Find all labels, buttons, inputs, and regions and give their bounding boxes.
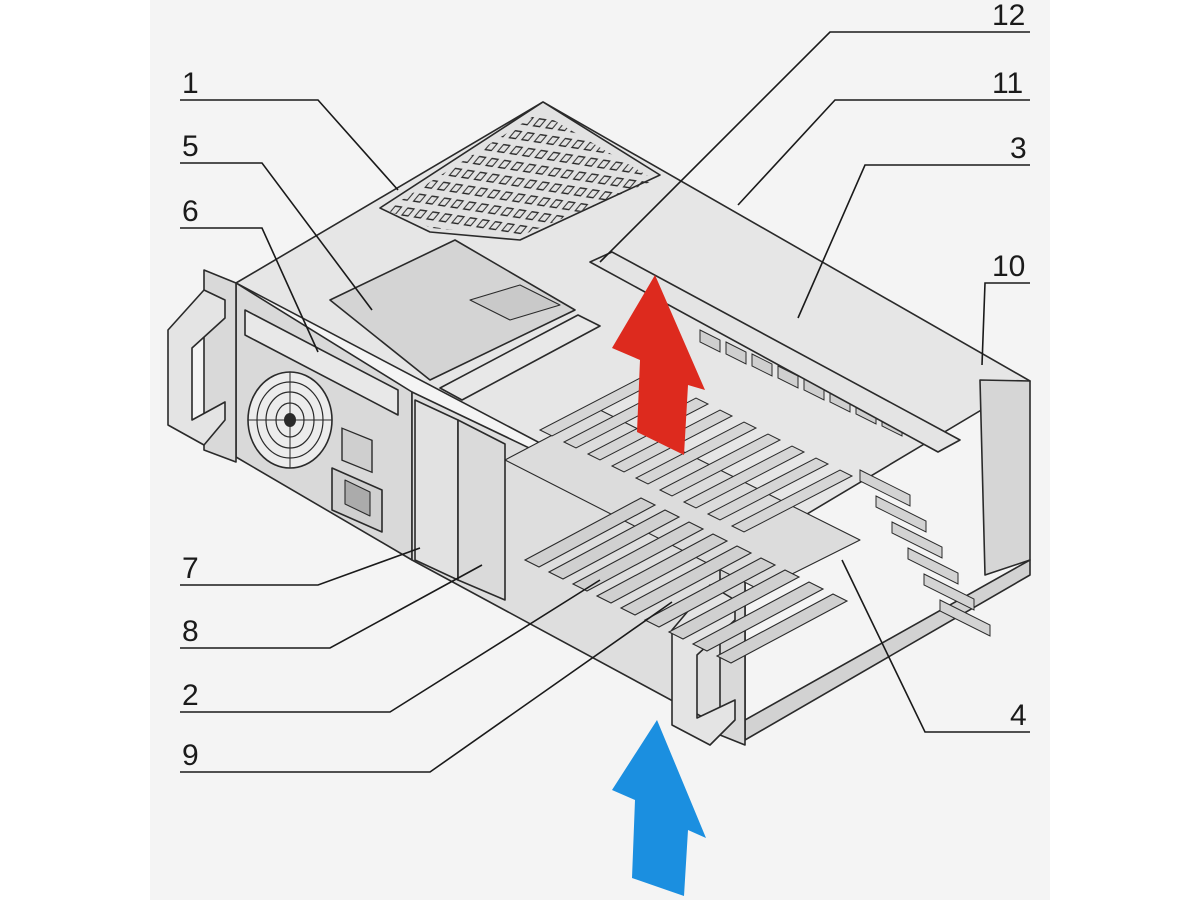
drive-bay <box>244 309 399 416</box>
perforated-vent <box>386 112 655 236</box>
card-slot <box>571 521 705 592</box>
label-7: 7 <box>182 552 199 585</box>
label-10: 10 <box>992 250 1025 283</box>
label-3: 3 <box>1010 132 1027 165</box>
rear-card <box>875 495 927 533</box>
cross-bar <box>439 314 601 401</box>
card-slot <box>619 545 753 616</box>
label-8: 8 <box>182 615 199 648</box>
power-socket-icon <box>331 467 383 533</box>
label-9: 9 <box>182 739 199 772</box>
label-6: 6 <box>182 195 199 228</box>
handle-left <box>167 269 237 463</box>
leader-lines <box>180 31 1030 773</box>
rear-card <box>859 469 911 507</box>
divider-plate <box>457 419 506 601</box>
card-slot <box>682 445 806 509</box>
right-end-wall <box>979 379 1031 576</box>
card-slot <box>691 581 825 652</box>
card-slot <box>658 433 782 497</box>
label-4: 4 <box>1010 699 1027 732</box>
rear-card <box>891 521 943 559</box>
card-slot <box>547 509 681 580</box>
slot-bracket <box>751 353 773 377</box>
slot-bracket <box>725 341 747 365</box>
label-2: 2 <box>182 679 199 712</box>
callout-labels: 1 5 6 7 8 2 9 12 11 3 10 4 <box>182 0 1027 772</box>
rear-card <box>923 573 975 611</box>
bracket-group <box>699 329 991 637</box>
arrow-up-icon <box>612 275 705 455</box>
slot-bracket <box>699 329 721 353</box>
slot-group <box>523 373 854 664</box>
power-switch-icon <box>341 427 373 474</box>
card-slot <box>730 469 854 533</box>
label-11: 11 <box>992 67 1023 100</box>
label-1: 1 <box>182 67 199 100</box>
card-slot <box>706 457 830 521</box>
arrow-up-icon <box>612 720 706 896</box>
card-slot <box>715 593 849 664</box>
card-slot <box>643 557 777 628</box>
card-slot <box>523 497 657 568</box>
card-hold-down <box>589 251 961 453</box>
card-slot <box>634 421 758 485</box>
rear-card <box>907 547 959 585</box>
power-supply <box>329 239 576 381</box>
fan-icon <box>247 371 333 469</box>
card-slot <box>667 569 801 640</box>
rear-card <box>939 599 991 637</box>
partition-wall <box>414 399 459 581</box>
label-5: 5 <box>182 130 199 163</box>
card-slot <box>595 533 729 604</box>
label-12: 12 <box>992 0 1025 32</box>
